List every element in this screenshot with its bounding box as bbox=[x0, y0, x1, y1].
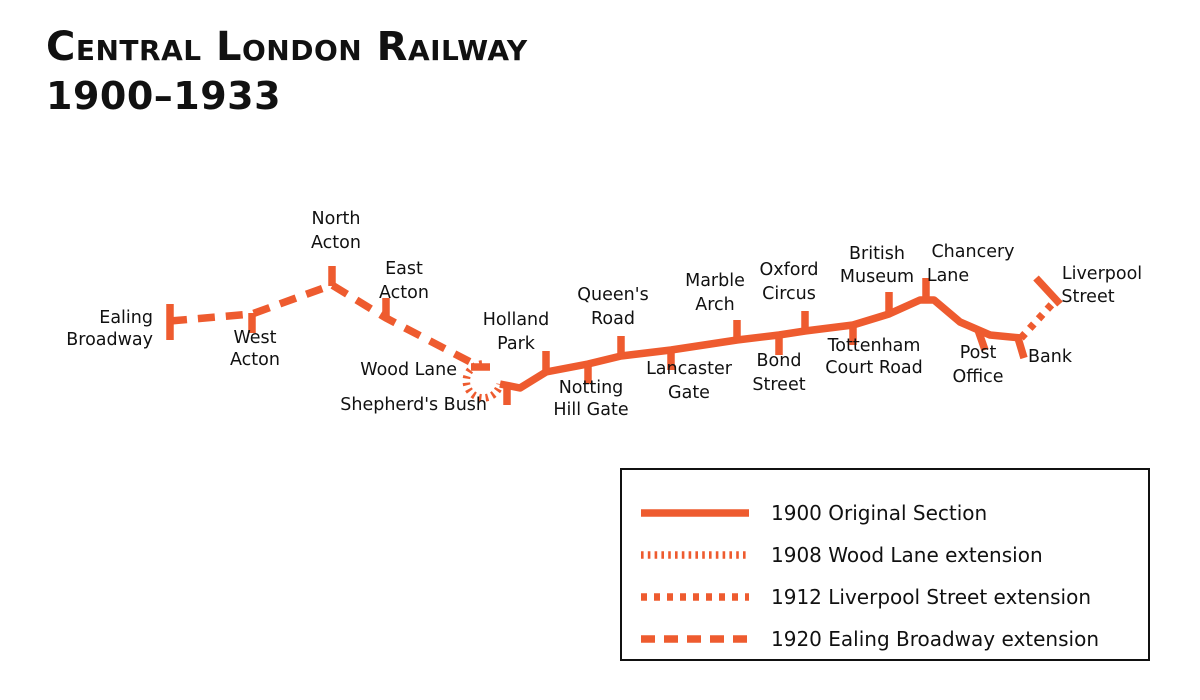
legend-rows: 1900 Original Section 1908 Wood Lane ext… bbox=[622, 470, 1148, 659]
label-ealing-broadway-line1: Ealing bbox=[99, 308, 153, 328]
legend-label-1908: 1908 Wood Lane extension bbox=[771, 543, 1043, 567]
label-holland-park-line1: Holland bbox=[483, 310, 550, 330]
label-lancaster-gate-line2: Gate bbox=[668, 383, 710, 403]
label-holland-park-line2: Park bbox=[497, 334, 536, 354]
label-chancery-lane-line1: Chancery bbox=[931, 242, 1014, 262]
tick-liverpool-street bbox=[1033, 275, 1063, 307]
label-british-museum-line2: Museum bbox=[840, 267, 914, 287]
label-liverpool-street-line1: Liverpool bbox=[1062, 264, 1142, 284]
tick-bank bbox=[1014, 336, 1028, 360]
label-bond-street-line1: Bond bbox=[757, 351, 802, 371]
legend-label-1912: 1912 Liverpool Street extension bbox=[771, 585, 1092, 609]
label-british-museum-line1: British bbox=[849, 244, 905, 264]
label-shepherds-bush: Shepherd's Bush bbox=[340, 395, 487, 415]
legend-swatch-fine-dotted-icon bbox=[641, 548, 749, 562]
tick-post-office bbox=[974, 328, 989, 352]
label-notting-hill-gate-line2: Hill Gate bbox=[553, 400, 628, 420]
label-post-office-line1: Post bbox=[960, 343, 997, 363]
label-chancery-lane-line2: Lane bbox=[927, 266, 969, 286]
legend-item-1900: 1900 Original Section bbox=[622, 492, 1148, 534]
label-marble-arch-line1: Marble bbox=[685, 271, 745, 291]
label-queens-road-line1: Queen's bbox=[577, 285, 648, 305]
label-wood-lane: Wood Lane bbox=[360, 360, 457, 380]
station-labels: Ealing Broadway West Acton North Acton E… bbox=[66, 209, 1142, 420]
legend-item-1912: 1912 Liverpool Street extension bbox=[622, 576, 1148, 618]
segment-1900-original-section bbox=[499, 296, 1022, 392]
label-queens-road-line2: Road bbox=[591, 309, 635, 329]
label-ealing-broadway-line2: Broadway bbox=[66, 330, 153, 350]
title-block: Central London Railway 1900–1933 bbox=[46, 26, 686, 117]
legend: 1900 Original Section 1908 Wood Lane ext… bbox=[620, 468, 1150, 661]
label-lancaster-gate-line1: Lancaster bbox=[646, 359, 733, 379]
label-west-acton-line2: Acton bbox=[230, 350, 280, 370]
label-bank: Bank bbox=[1028, 347, 1073, 367]
legend-label-1900: 1900 Original Section bbox=[771, 501, 988, 525]
segment-1920-ealing-broadway-extension bbox=[169, 280, 480, 370]
legend-swatch-dashed-icon bbox=[641, 632, 749, 646]
label-tottenham-court-road-line1: Tottenham bbox=[827, 336, 921, 356]
legend-item-1920: 1920 Ealing Broadway extension bbox=[622, 618, 1148, 660]
label-liverpool-street-line2: Street bbox=[1061, 287, 1114, 307]
label-oxford-circus-line2: Circus bbox=[762, 284, 816, 304]
page-subtitle: 1900–1933 bbox=[46, 74, 282, 119]
label-marble-arch-line2: Arch bbox=[695, 295, 735, 315]
label-east-acton-line2: Acton bbox=[379, 283, 429, 303]
segment-1912-liverpool-street-extension bbox=[1018, 300, 1056, 341]
label-oxford-circus-line1: Oxford bbox=[760, 260, 819, 280]
label-bond-street-line2: Street bbox=[752, 375, 805, 395]
label-tottenham-court-road-line2: Court Road bbox=[825, 358, 923, 378]
legend-item-1908: 1908 Wood Lane extension bbox=[622, 534, 1148, 576]
label-east-acton-line1: East bbox=[385, 259, 423, 279]
station-ticks bbox=[166, 266, 1063, 405]
legend-label-1920: 1920 Ealing Broadway extension bbox=[771, 627, 1099, 651]
label-notting-hill-gate-line1: Notting bbox=[559, 378, 624, 398]
legend-swatch-solid-icon bbox=[641, 506, 749, 520]
label-north-acton-line1: North bbox=[312, 209, 361, 229]
page-title: Central London Railway bbox=[46, 24, 528, 70]
label-post-office-line2: Office bbox=[952, 367, 1003, 387]
label-west-acton-line1: West bbox=[233, 328, 276, 348]
label-north-acton-line2: Acton bbox=[311, 233, 361, 253]
legend-swatch-dotted-icon bbox=[641, 590, 749, 604]
